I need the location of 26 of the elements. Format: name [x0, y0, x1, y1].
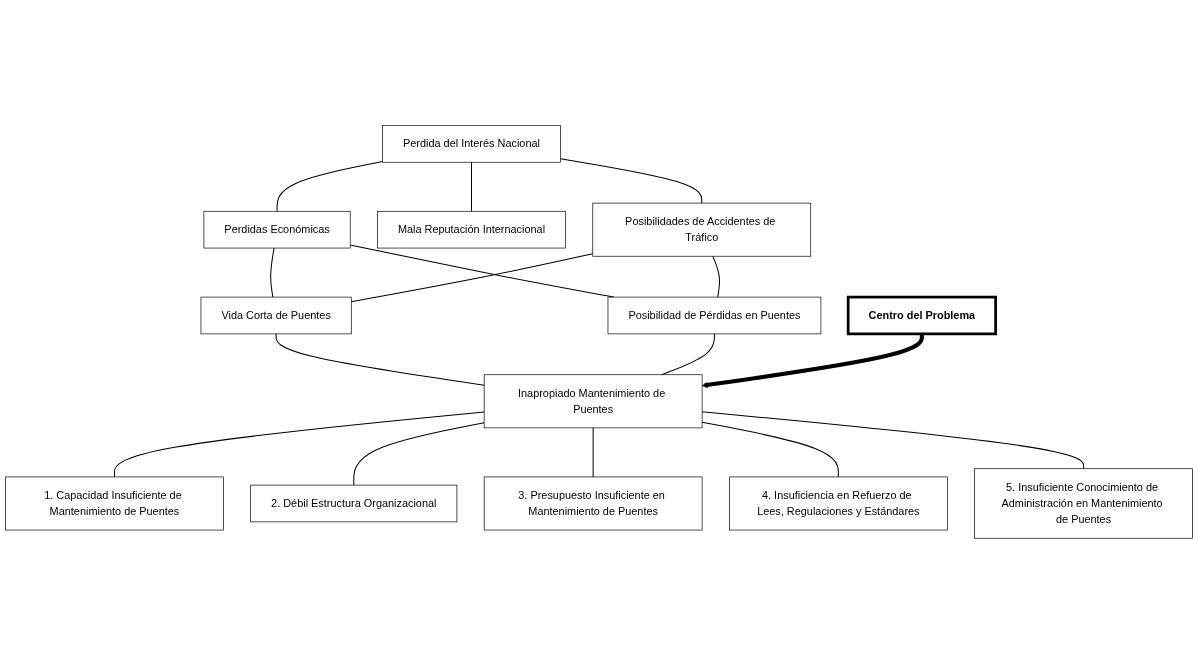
node-box: Inapropiado Mantenimiento de Puentes: [483, 374, 703, 429]
node-box: Perdidas Económicas: [203, 211, 351, 249]
connector: [559, 158, 703, 204]
connector: [276, 161, 384, 212]
connector: [592, 427, 594, 478]
node-box: Centro del Problema: [846, 295, 997, 336]
node-box: Posibilidades de Accidentes de Tráfico: [592, 202, 812, 257]
node-box: Mala Reputación Internacional: [377, 211, 566, 249]
connector: [275, 333, 485, 386]
node-box: 3. Presupuesto Insuficiente en Mantenimiento de Puentes: [483, 476, 703, 531]
connector: [701, 411, 1085, 470]
node-box: Perdida del Interés Nacional: [382, 125, 561, 163]
connector: [270, 247, 275, 298]
connector: [353, 422, 485, 486]
connector: [701, 421, 839, 478]
node-box: 2. Débil Estructura Organizacional: [250, 484, 458, 523]
node-box: 5. Insuficiente Conocimiento de Administración en Mantenimiento de Puentes: [974, 468, 1193, 539]
node-box: 4. Insuficiencia en Refuerzo de Lees, Regulaciones y Estándares: [729, 476, 948, 531]
node-box: 1. Capacidad Insuficiente de Mantenimiento de Puentes: [5, 476, 224, 531]
node-box: Posibilidad de Pérdidas en Puentes: [607, 296, 822, 335]
connector: [350, 253, 594, 303]
connector: [471, 161, 472, 212]
connector: [712, 255, 721, 298]
connector: [113, 411, 485, 478]
node-box: Vida Corta de Puentes: [200, 296, 352, 335]
arrow: [701, 334, 924, 389]
